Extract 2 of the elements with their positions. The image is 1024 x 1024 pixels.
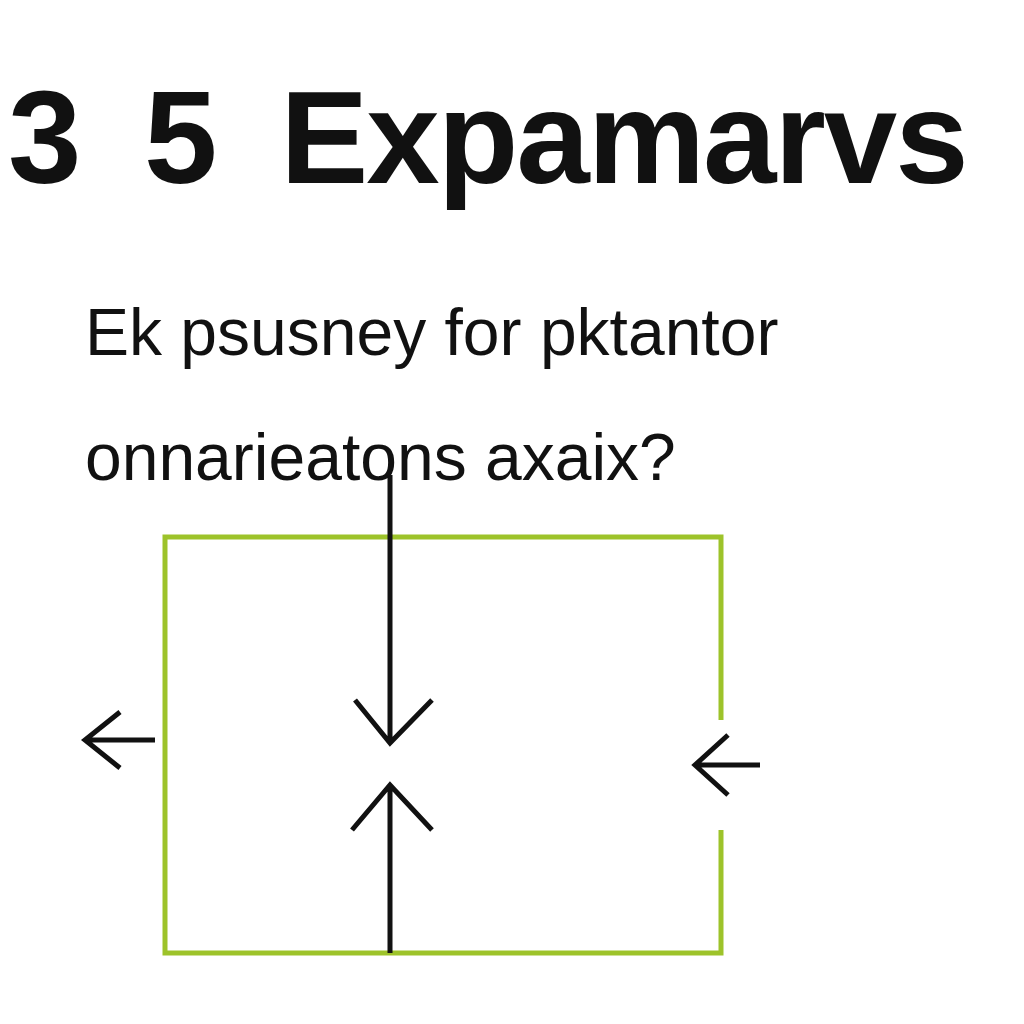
title: 3 5 Expamarvs (8, 63, 967, 213)
subtitle-text: Ek psusney for pktantor onnarieatons axaix? (85, 294, 780, 496)
